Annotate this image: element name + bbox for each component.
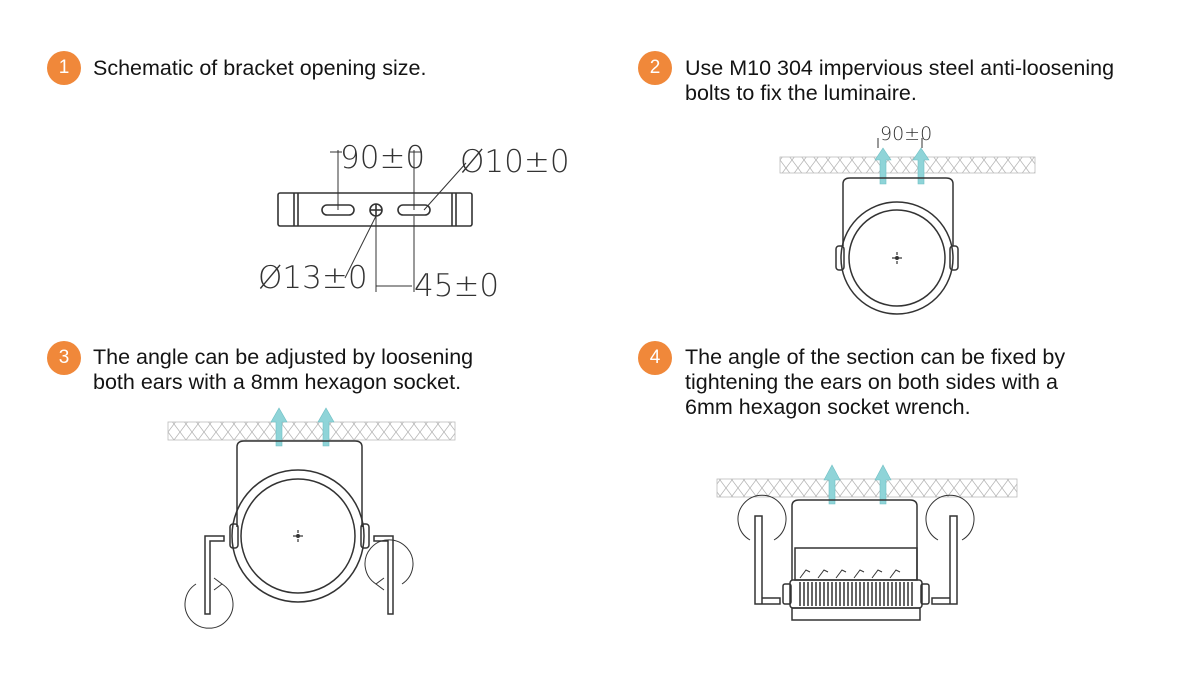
step-2-caption-line: bolts to fix the luminaire. [685, 81, 917, 105]
step-3-caption-line: The angle can be adjusted by loosening [93, 345, 474, 369]
dim-slot-diameter: Ø10±0 [460, 144, 570, 180]
dim-bolt-spacing: 90±0 [880, 123, 932, 145]
step-2-badge: 2 [638, 51, 672, 85]
dim-center-hole: Ø13±0 [258, 260, 368, 296]
mount-arrows [270, 407, 335, 447]
step-3-badge: 3 [47, 341, 81, 375]
dim-offset: 45±0 [414, 268, 499, 304]
hex-key-right-icon [373, 535, 394, 615]
step-1-caption: Schematic of bracket opening size. [93, 56, 426, 81]
step-4-caption: The angle of the section can be fixed by… [685, 345, 1065, 420]
hex-key-right-icon [931, 515, 958, 605]
step-2-caption: Use M10 304 impervious steel anti-loosen… [685, 56, 1114, 106]
hex-key-left-icon [754, 515, 781, 605]
hex-key-left-icon [204, 535, 225, 615]
step-4-caption-line: tightening the ears on both sides with a [685, 370, 1058, 394]
step-4-caption-line: 6mm hexagon socket wrench. [685, 395, 971, 419]
lamp-body [840, 201, 954, 315]
ceiling-slab [779, 156, 1036, 174]
step-4-caption-line: The angle of the section can be fixed by [685, 345, 1066, 369]
ceiling-slab [716, 478, 1018, 498]
step-3-caption-line: both ears with a 8mm hexagon socket. [93, 370, 462, 394]
dim-slot-spacing: 90±0 [340, 140, 425, 176]
step-1-badge: 1 [47, 51, 81, 85]
step-1-caption-line: Schematic of bracket opening size. [93, 56, 427, 80]
heat-sink-fins [799, 582, 913, 606]
bracket-bar [277, 192, 473, 227]
step-4-badge: 4 [638, 341, 672, 375]
ceiling-slab [167, 421, 456, 441]
lamp-body [231, 469, 365, 603]
mount-arrows [874, 147, 930, 185]
step-3-caption: The angle can be adjusted by loosening b… [93, 345, 473, 395]
step-2-caption-line: Use M10 304 impervious steel anti-loosen… [685, 56, 1115, 80]
